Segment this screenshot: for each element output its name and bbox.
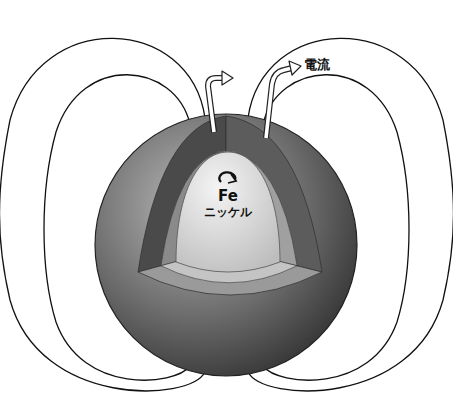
earth-sphere bbox=[95, 114, 357, 376]
current-arrows bbox=[208, 61, 301, 138]
cutaway bbox=[138, 116, 322, 295]
current-label: 電流 bbox=[304, 58, 330, 72]
core-label: ニッケル bbox=[204, 206, 252, 219]
field-lines bbox=[0, 38, 453, 391]
core-label: Fe bbox=[218, 188, 238, 205]
inner-core bbox=[176, 152, 280, 272]
rotation-arrow bbox=[219, 172, 236, 183]
